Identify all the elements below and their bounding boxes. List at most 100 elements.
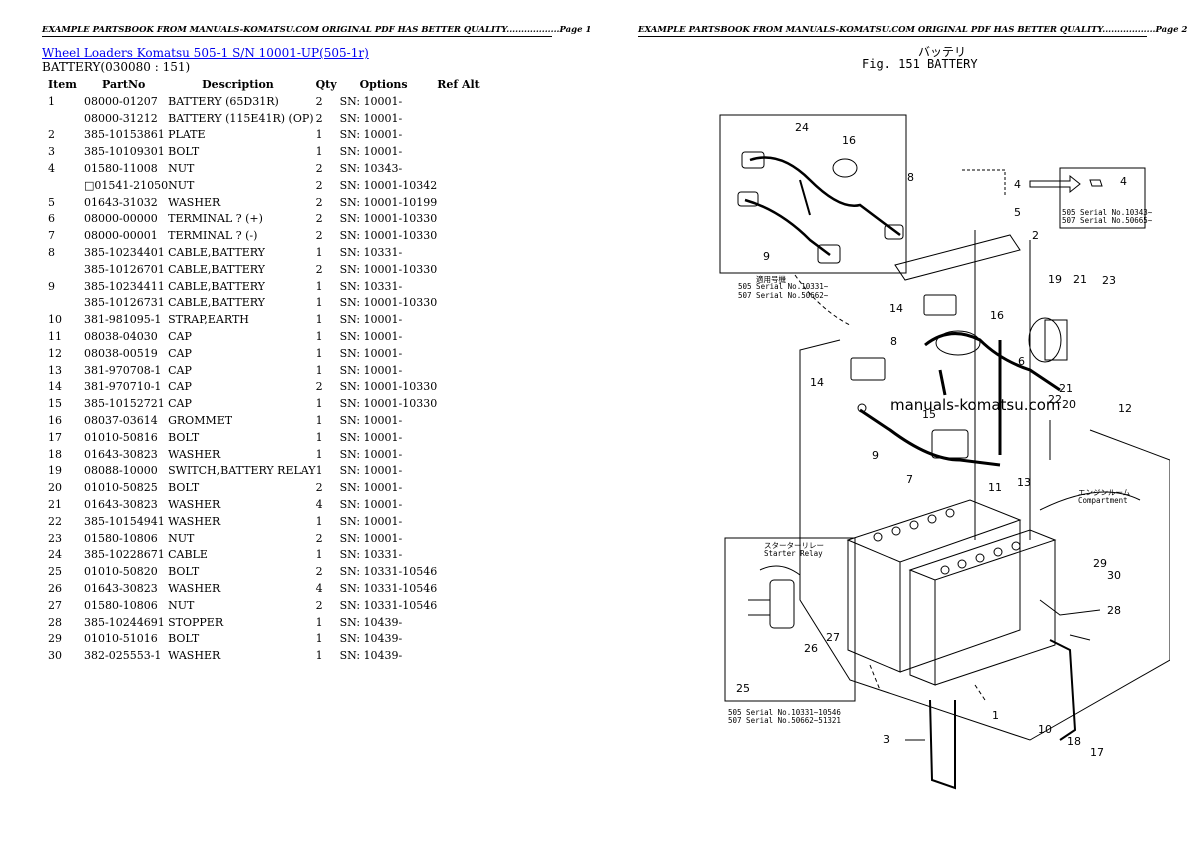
refalt-cell (437, 311, 497, 328)
qty-cell: 1 (315, 363, 323, 377)
item-cell: 15 (48, 397, 62, 411)
qty-cell: 2 (315, 380, 323, 394)
refalt-cell (437, 580, 497, 597)
partno-cell: 01580-10806 (84, 531, 158, 545)
refalt-cell (437, 93, 497, 110)
refalt-cell (437, 614, 497, 631)
col-options-header: Options (359, 78, 408, 91)
partno-cell: 01580-10806 (84, 598, 158, 612)
description-cell: TERMINAL ? (+) (168, 212, 263, 226)
refalt-cell (437, 211, 497, 228)
svg-text:7: 7 (906, 473, 913, 486)
options-cell: SN: 10439- (339, 615, 403, 629)
partno-cell: 01643-30823 (84, 582, 158, 595)
partno-cell: 08038-00519 (84, 346, 158, 360)
qty-cell: 1 (315, 346, 323, 360)
options-cell: SN: 10331- (339, 548, 403, 562)
qty-cell: 2 (315, 178, 323, 192)
section-title: BATTERY(030080 : 151) (42, 60, 191, 74)
qty-cell: 2 (315, 229, 323, 243)
page-header-left: EXAMPLE PARTSBOOK FROM MANUALS-KOMATSU.C… (42, 25, 592, 37)
description-cell: WASHER (168, 195, 221, 209)
options-cell: SN: 10001-10330 (339, 296, 438, 310)
item-cell: 17 (48, 430, 62, 444)
item-cell: 26 (48, 582, 62, 595)
svg-text:12: 12 (1118, 402, 1132, 415)
svg-text:505 Serial No.10343~: 505 Serial No.10343~ (1062, 208, 1153, 217)
description-cell: STOPPER (168, 615, 224, 629)
qty-cell: 1 (315, 279, 323, 293)
qty-cell: 1 (315, 514, 323, 528)
svg-text:4: 4 (1014, 178, 1021, 191)
options-cell: SN: 10001-10330 (339, 397, 438, 411)
description-cell: NUT (168, 531, 195, 545)
refalt-cell (437, 631, 497, 648)
svg-text:11: 11 (988, 481, 1002, 494)
svg-text:14: 14 (889, 302, 903, 315)
model-link[interactable]: Wheel Loaders Komatsu 505-1 S/N 10001-UP… (42, 46, 369, 60)
refalt-cell (437, 328, 497, 345)
svg-text:15: 15 (922, 408, 936, 421)
partno-cell: 385-10153861 (84, 128, 165, 142)
col-item-header: Item (48, 78, 77, 91)
options-cell: SN: 10343- (339, 162, 403, 176)
qty-cell: 1 (315, 397, 323, 411)
refalt-cell (437, 530, 497, 547)
description-cell: CABLE (168, 548, 208, 562)
options-cell: SN: 10001- (339, 145, 403, 159)
svg-text:6: 6 (1018, 355, 1025, 368)
refalt-cell (437, 395, 497, 412)
description-cell: CAP (168, 380, 192, 394)
qty-cell: 1 (315, 145, 323, 159)
svg-text:16: 16 (842, 134, 856, 147)
qty-cell: 2 (315, 481, 323, 495)
item-cell (42, 177, 84, 194)
item-cell: 18 (48, 447, 62, 461)
refalt-cell (437, 647, 497, 664)
svg-text:24: 24 (795, 121, 809, 134)
watermark: manuals-komatsu.com (890, 396, 1061, 414)
partno-cell: 01643-31032 (84, 195, 158, 209)
refalt-cell (437, 345, 497, 362)
item-cell: 1 (48, 94, 55, 108)
description-cell: PLATE (168, 128, 206, 142)
refalt-cell (437, 194, 497, 211)
description-cell: TERMINAL ? (-) (168, 229, 258, 243)
svg-text:8: 8 (907, 171, 914, 184)
options-cell: SN: 10001- (339, 481, 403, 495)
description-cell: NUT (168, 178, 195, 192)
partno-cell: 01643-30823 (84, 498, 158, 512)
options-cell: SN: 10001-10330 (339, 262, 438, 276)
options-cell: SN: 10331-10546 (339, 582, 438, 595)
description-cell: BOLT (168, 145, 200, 159)
refalt-cell (437, 295, 497, 312)
partno-cell: 385-10126701 (84, 262, 165, 276)
item-cell: 21 (48, 498, 62, 512)
qty-cell: 2 (315, 111, 323, 125)
item-cell: 9 (48, 279, 55, 293)
partno-cell: 08000-00001 (84, 229, 158, 243)
description-cell: WASHER (168, 447, 221, 461)
svg-text:適用号機: 適用号機 (756, 274, 786, 284)
qty-cell: 1 (315, 296, 323, 310)
figure-title-jp: バッテリ (918, 45, 967, 59)
svg-text:13: 13 (1017, 476, 1031, 489)
svg-text:10: 10 (1038, 723, 1052, 736)
refalt-cell (437, 412, 497, 429)
